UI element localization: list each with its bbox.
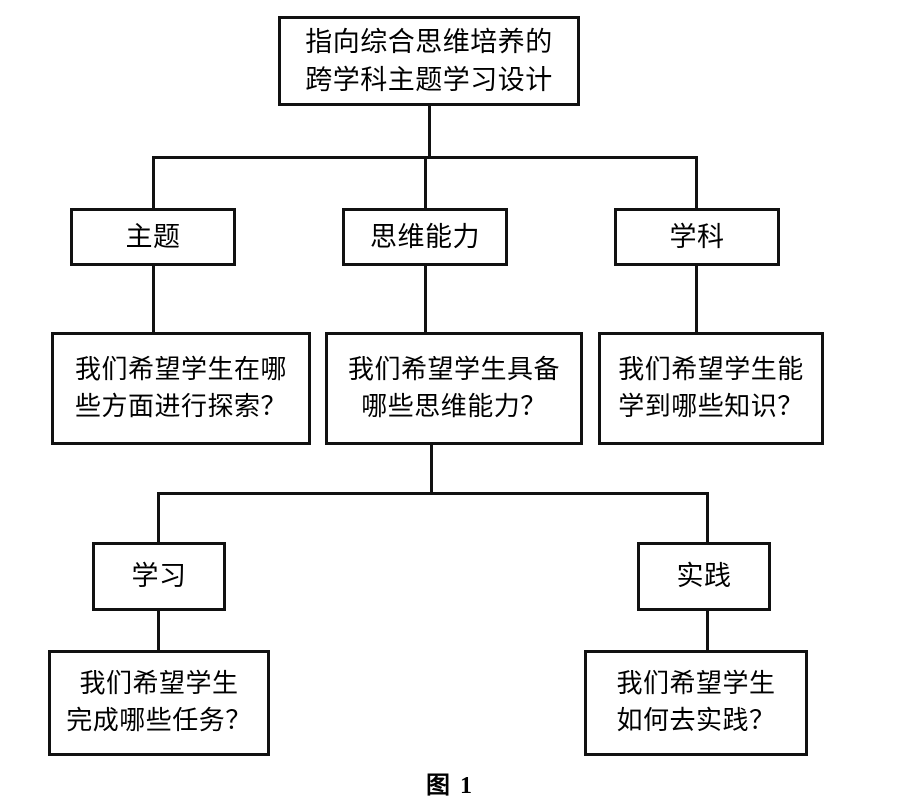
node-thinking-ability-question-label: 我们希望学生具备 哪些思维能力？	[347, 354, 560, 421]
connector-root-down	[428, 106, 431, 159]
node-theme[interactable]: 主题	[70, 208, 236, 266]
node-practice-label: 实践	[676, 561, 732, 592]
connector-bus-to-thinking	[424, 156, 427, 208]
node-study-question-label: 我们希望学生 完成哪些任务？	[66, 669, 252, 735]
node-thinking-ability-question[interactable]: 我们希望学生具备 哪些思维能力？	[325, 332, 583, 445]
node-theme-question-label: 我们希望学生在哪 些方面进行探索？	[74, 354, 287, 421]
node-subject[interactable]: 学科	[614, 208, 780, 266]
node-theme-label: 主题	[125, 221, 181, 252]
connector-bus-to-study	[157, 492, 160, 542]
node-study-label: 学习	[131, 561, 187, 592]
node-root-title[interactable]: 指向综合思维培养的 跨学科主题学习设计	[278, 16, 580, 106]
connector-subject-to-question	[695, 266, 698, 332]
connector-sub-bus	[157, 492, 709, 495]
node-subject-question[interactable]: 我们希望学生能 学到哪些知识？	[598, 332, 824, 445]
connector-bus-to-praxis	[706, 492, 709, 542]
node-practice-question[interactable]: 我们希望学生 如何去实践？	[584, 650, 808, 756]
connector-bus-to-subject	[695, 156, 698, 208]
node-theme-question[interactable]: 我们希望学生在哪 些方面进行探索？	[51, 332, 311, 445]
node-root-label: 指向综合思维培养的 跨学科主题学习设计	[305, 26, 553, 95]
node-subject-question-label: 我们希望学生能 学到哪些知识？	[618, 354, 804, 421]
node-subject-label: 学科	[669, 221, 725, 252]
node-study[interactable]: 学习	[92, 542, 226, 611]
node-practice[interactable]: 实践	[637, 542, 771, 611]
node-thinking-ability-label: 思维能力	[370, 221, 480, 252]
connector-thinking-question-down	[430, 445, 433, 494]
connector-theme-to-question	[152, 266, 155, 332]
connector-thinking-to-question	[424, 266, 427, 332]
connector-bus-to-theme	[152, 156, 155, 208]
figure-caption: 图 1	[426, 773, 474, 799]
node-practice-question-label: 我们希望学生 如何去实践？	[616, 669, 776, 735]
node-thinking-ability[interactable]: 思维能力	[342, 208, 508, 266]
connector-praxis-to-question	[706, 611, 709, 650]
node-study-question[interactable]: 我们希望学生 完成哪些任务？	[48, 650, 270, 756]
connector-study-to-question	[157, 611, 160, 650]
